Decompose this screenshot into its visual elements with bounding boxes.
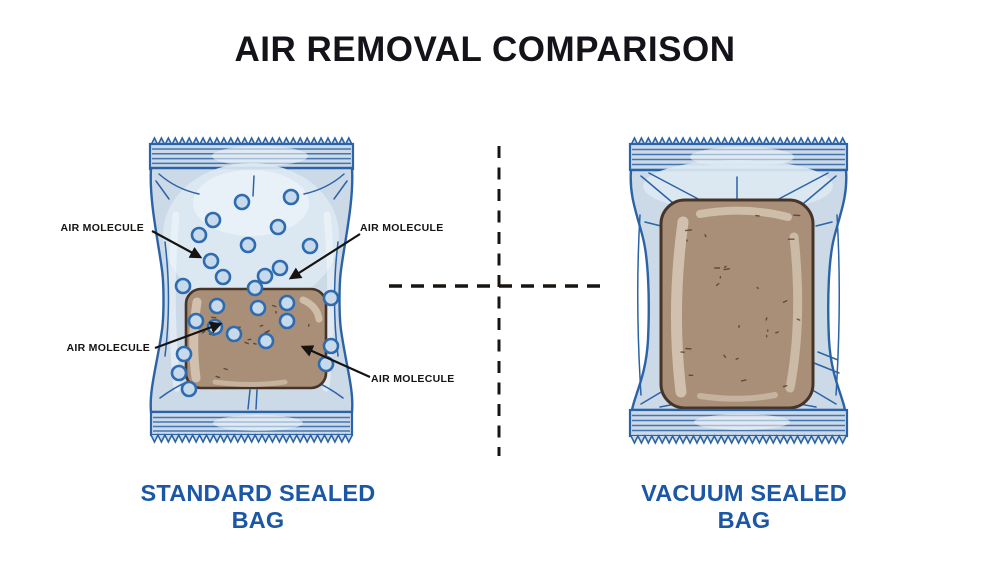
food-speckle bbox=[201, 330, 206, 334]
food-speckle bbox=[259, 324, 264, 327]
air-molecule-icon bbox=[225, 325, 243, 343]
air-molecule-label-top-left: AIR MOLECULE bbox=[60, 222, 144, 234]
divider-dashed-cross bbox=[389, 146, 607, 456]
food-highlight-streak bbox=[212, 379, 288, 387]
food-speckle bbox=[271, 304, 277, 308]
food-speckle bbox=[684, 229, 693, 232]
food-speckle bbox=[735, 357, 739, 360]
food-speckle bbox=[723, 354, 727, 358]
food-speckle bbox=[782, 300, 788, 303]
food-block bbox=[659, 198, 815, 410]
air-molecule-label-top-right: AIR MOLECULE bbox=[360, 222, 444, 234]
page-title: AIR REMOVAL COMPARISON bbox=[234, 30, 736, 69]
air-molecule-icon bbox=[202, 252, 220, 270]
food-speckle bbox=[723, 268, 730, 271]
arrow-air-molecule-bottom-left bbox=[154, 321, 223, 350]
food-speckle bbox=[756, 286, 759, 290]
air-molecule-icon bbox=[257, 332, 275, 350]
food-speckle bbox=[244, 341, 249, 345]
seal-band-highlight bbox=[213, 415, 303, 431]
food-block-vacuum bbox=[659, 198, 815, 410]
food-highlight-streak bbox=[696, 206, 792, 221]
food-speckles bbox=[201, 303, 310, 379]
air-molecule-icon bbox=[233, 193, 251, 211]
bag-bottom-serrated-edge bbox=[630, 434, 847, 445]
food-speckle bbox=[253, 342, 257, 345]
air-molecule-icon bbox=[282, 188, 300, 206]
air-molecule-icon bbox=[269, 218, 287, 236]
food-speckle bbox=[266, 329, 270, 333]
food-speckle bbox=[796, 318, 801, 321]
food-highlight-streak bbox=[189, 297, 202, 383]
food-speckle bbox=[782, 385, 788, 388]
air-molecule-icon bbox=[190, 226, 208, 244]
food-speckles bbox=[680, 214, 801, 388]
bag-crease-lines bbox=[636, 172, 841, 408]
food-speckle bbox=[215, 375, 221, 379]
air-molecule-icon bbox=[278, 312, 296, 330]
food-speckle bbox=[740, 379, 747, 382]
food-highlight-streak bbox=[299, 296, 323, 323]
air-molecule-icon bbox=[322, 289, 340, 307]
air-molecule-icon bbox=[214, 268, 232, 286]
seal-band-highlight bbox=[212, 146, 308, 166]
food-highlight-streak bbox=[785, 232, 803, 393]
food-speckle bbox=[715, 282, 720, 287]
air-molecule-icon bbox=[180, 380, 198, 398]
arrow-air-molecule-bottom-right bbox=[300, 345, 371, 379]
caption-vacuum-sealed-bag: VACUUM SEALED BAG bbox=[641, 480, 847, 533]
vacuum-sealed-bag bbox=[628, 136, 849, 445]
air-molecule-icon bbox=[256, 267, 274, 285]
food-highlight-streak bbox=[670, 216, 689, 398]
annotation-arrows bbox=[151, 230, 371, 379]
air-molecule-icon bbox=[204, 211, 222, 229]
air-molecule-icon bbox=[246, 279, 264, 297]
air-molecule-icon bbox=[301, 237, 319, 255]
air-molecule-icon bbox=[239, 236, 257, 254]
air-molecule-icon bbox=[175, 345, 193, 363]
food-speckle bbox=[704, 234, 707, 238]
air-molecule-icon bbox=[174, 277, 192, 295]
air-molecule-icon bbox=[271, 259, 289, 277]
seal-band-highlight bbox=[694, 414, 790, 430]
food-speckle bbox=[775, 331, 779, 334]
food-speckle bbox=[223, 367, 228, 371]
caption-standard-sealed-bag: STANDARD SEALED BAG bbox=[140, 480, 376, 533]
arrow-air-molecule-top-left bbox=[151, 230, 203, 259]
food-highlight-streak bbox=[697, 392, 778, 402]
arrow-air-molecule-top-right bbox=[288, 233, 361, 280]
food-speckle bbox=[765, 317, 768, 321]
air-molecule-icon bbox=[322, 337, 340, 355]
air-molecule-icon bbox=[249, 299, 267, 317]
air-molecule-icon bbox=[170, 364, 188, 382]
air-molecule-icon bbox=[187, 312, 205, 330]
air-molecule-icon bbox=[278, 294, 296, 312]
bag-bottom-serrated-edge bbox=[150, 433, 353, 444]
air-molecules bbox=[170, 188, 340, 398]
air-molecule-label-bottom-left: AIR MOLECULE bbox=[66, 342, 150, 354]
food-speckle bbox=[723, 265, 727, 268]
air-molecule-label-bottom-right: AIR MOLECULE bbox=[371, 373, 455, 385]
air-molecule-icon bbox=[208, 297, 226, 315]
